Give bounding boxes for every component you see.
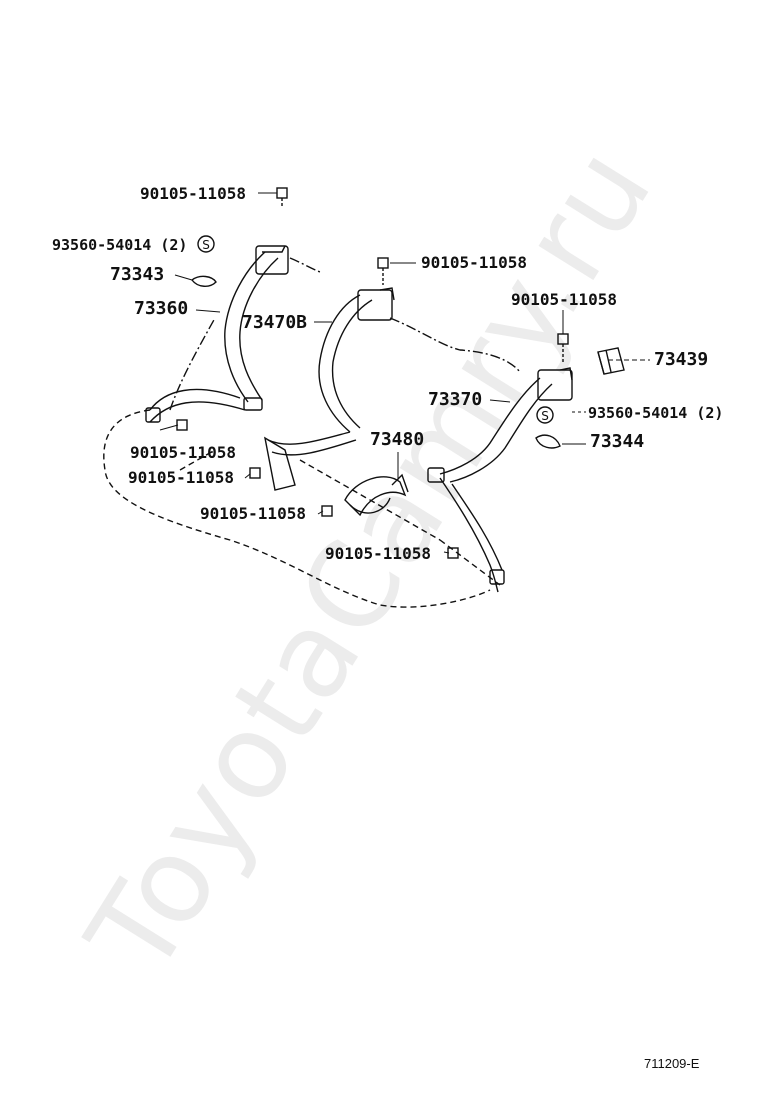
label-belt-outer-right: 73370 (428, 389, 483, 410)
s-mark-left-circle (197, 235, 215, 253)
s-mark-left: S (202, 238, 210, 252)
belt-outer-left (145, 245, 289, 423)
label-nut-right: 93560-54014 (2) (588, 404, 724, 422)
belt-center (264, 287, 395, 491)
s-mark-right: S (541, 409, 549, 423)
label-bolt-right-low: 90105-11058 (325, 544, 431, 563)
cover-left (191, 275, 217, 287)
bolt-icon-center-low (321, 505, 333, 517)
label-bolt-top-left: 90105-11058 (140, 184, 246, 203)
cover-box-right (597, 347, 625, 375)
label-belt-center: 73470B (242, 312, 308, 333)
diagram-id: 711209-E (644, 1056, 700, 1071)
belt-outer-right (427, 367, 573, 593)
label-belt-outer-left: 73360 (134, 298, 189, 319)
label-bolt-top-right: 90105-11058 (511, 290, 617, 309)
leader-lines (159, 192, 650, 554)
bolt-icon-top-left (276, 187, 288, 208)
label-bolt-center-low: 90105-11058 (200, 504, 306, 523)
bolt-icon-left-1 (176, 419, 188, 431)
label-buckle: 73480 (370, 429, 425, 450)
seat-cushion-outline (103, 409, 491, 608)
s-mark-right-circle (536, 406, 554, 424)
label-bolt-left-2: 90105-11058 (128, 468, 234, 487)
cover-right (535, 434, 561, 449)
label-nut-left: 93560-54014 (2) (52, 236, 188, 254)
seat-back-outline (289, 257, 521, 373)
label-bolt-left-1: 90105-11058 (130, 443, 236, 462)
bolt-icon-top-right (557, 333, 569, 362)
label-bolt-top-center: 90105-11058 (421, 253, 527, 272)
label-cover-left: 73343 (110, 264, 165, 285)
bolt-icon-left-2 (249, 467, 261, 479)
buckle (344, 473, 409, 517)
seat-back-outline-2 (169, 317, 216, 411)
label-cover-box-right: 73439 (654, 349, 709, 370)
bolt-icon-top-center (377, 257, 389, 285)
label-cover-right: 73344 (590, 431, 645, 452)
